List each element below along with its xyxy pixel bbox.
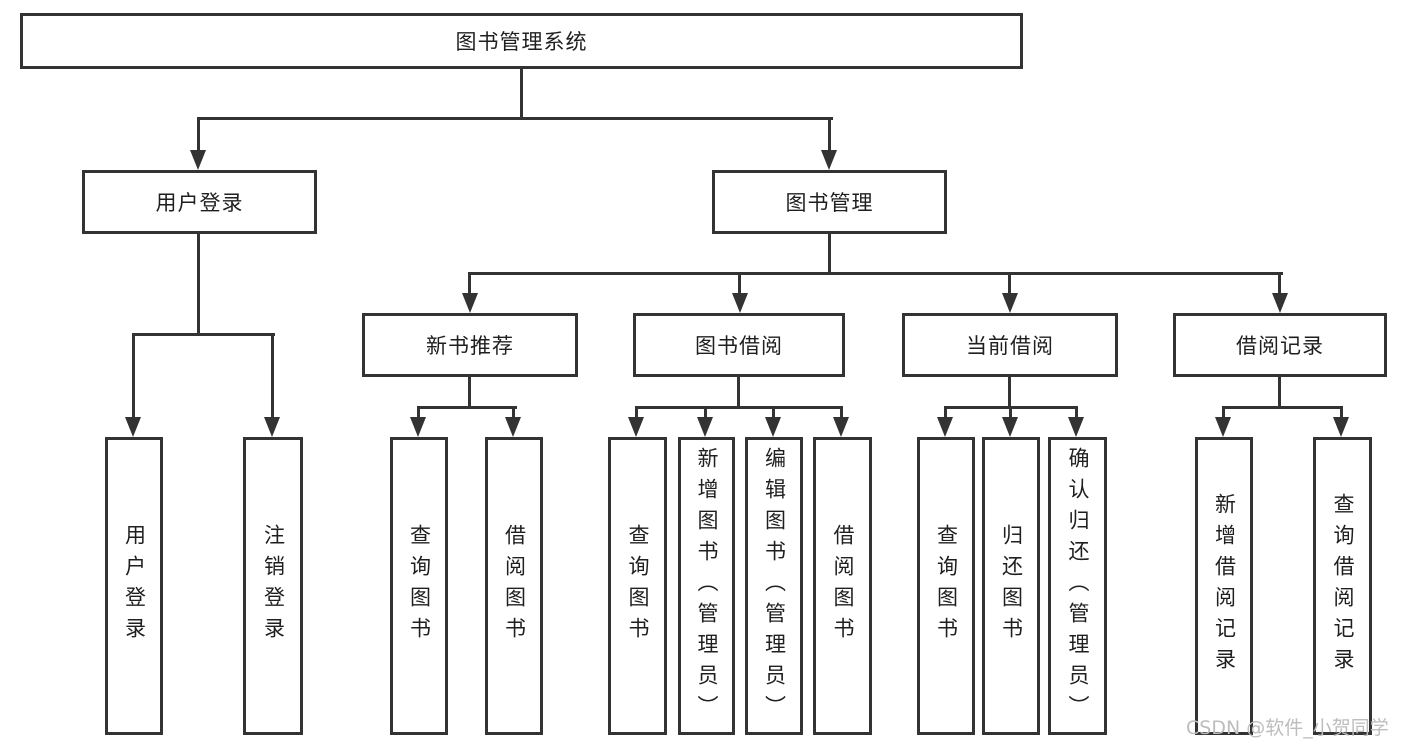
arrowhead-down-icon: [1215, 417, 1231, 437]
arrowhead-down-icon: [1272, 293, 1288, 313]
connector-vline: [1008, 376, 1011, 409]
arrowhead-down-icon: [505, 417, 521, 437]
node-root: 图书管理系统: [20, 13, 1023, 69]
connector-vline: [1222, 406, 1225, 424]
node-label: 当前借阅: [966, 334, 1054, 358]
connector-vline: [737, 376, 740, 409]
arrowhead-down-icon: [1333, 417, 1349, 437]
arrowhead-down-icon: [628, 417, 644, 437]
arrowhead-down-icon: [732, 293, 748, 313]
connector-vline: [417, 406, 420, 424]
node-leaf-add-books-admin: 新增图书（管理员）: [678, 437, 735, 735]
node-label: 归还图书: [999, 524, 1024, 648]
connector-vline: [944, 406, 947, 424]
connector-vline: [468, 272, 471, 300]
node-group-new-books: 新书推荐: [362, 313, 578, 377]
connector-vline: [828, 117, 831, 155]
connector-vline: [520, 67, 523, 120]
connector-hline: [1222, 406, 1343, 409]
connector-hline: [635, 406, 843, 409]
node-label: 图书管理: [785, 191, 874, 215]
arrowhead-down-icon: [1002, 417, 1018, 437]
node-leaf-query-books-current: 查询图书: [917, 437, 975, 735]
connector-vline: [1009, 406, 1012, 424]
node-label: 借阅记录: [1236, 334, 1324, 358]
arrowhead-down-icon: [190, 150, 206, 170]
connector-vline: [197, 233, 200, 336]
arrowhead-down-icon: [125, 417, 141, 437]
node-user-login-branch: 用户登录: [82, 170, 317, 234]
connector-vline: [1278, 376, 1281, 409]
connector-vline: [1340, 406, 1343, 424]
node-group-borrow-records: 借阅记录: [1173, 313, 1387, 377]
arrowhead-down-icon: [821, 150, 837, 170]
connector-vline: [1008, 272, 1011, 300]
node-leaf-logout: 注销登录: [243, 437, 303, 735]
node-label: 注销登录: [261, 524, 286, 648]
node-leaf-edit-books-admin: 编辑图书（管理员）: [745, 437, 803, 735]
watermark: CSDN @软件_小贺同学: [1186, 717, 1389, 739]
node-label: 图书借阅: [695, 334, 783, 358]
node-leaf-borrow-books-borrow: 借阅图书: [813, 437, 872, 735]
node-group-current-borrow: 当前借阅: [902, 313, 1118, 377]
connector-vline: [1075, 406, 1078, 424]
node-leaf-user-login: 用户登录: [105, 437, 163, 735]
connector-vline: [197, 117, 200, 155]
node-label: 查询借阅记录: [1331, 493, 1355, 679]
node-leaf-return-books: 归还图书: [982, 437, 1040, 735]
connector-vline: [1278, 272, 1281, 300]
node-label: 查询图书: [626, 524, 650, 648]
connector-vline: [512, 406, 515, 424]
node-label: 确认归还（管理员）: [1066, 446, 1090, 726]
arrowhead-down-icon: [410, 417, 426, 437]
node-leaf-borrow-books-newbooks: 借阅图书: [485, 437, 543, 735]
arrowhead-down-icon: [697, 417, 713, 437]
connector-vline: [772, 406, 775, 424]
connector-vline: [704, 406, 707, 424]
arrowhead-down-icon: [462, 293, 478, 313]
node-label: 新增借阅记录: [1212, 493, 1237, 679]
node-label: 用户登录: [122, 524, 147, 648]
node-leaf-query-borrow-record: 查询借阅记录: [1313, 437, 1372, 735]
connector-hline: [468, 272, 1283, 275]
node-leaf-query-books-newbooks: 查询图书: [390, 437, 448, 735]
connector-vline: [738, 272, 741, 300]
arrowhead-down-icon: [937, 417, 953, 437]
connector-hline: [417, 406, 517, 409]
node-label: 用户登录: [155, 191, 244, 215]
arrowhead-down-icon: [1002, 293, 1018, 313]
connector-vline: [468, 376, 471, 409]
arrowhead-down-icon: [1068, 417, 1084, 437]
node-root-label: 图书管理系统: [455, 30, 588, 54]
node-label: 编辑图书（管理员）: [762, 446, 787, 726]
node-group-book-borrow: 图书借阅: [633, 313, 845, 377]
arrowhead-down-icon: [264, 417, 280, 437]
node-label: 查询图书: [934, 524, 959, 648]
connector-hline: [132, 333, 275, 336]
node-label: 新书推荐: [426, 334, 514, 358]
node-leaf-confirm-return-admin: 确认归还（管理员）: [1048, 437, 1107, 735]
connector-vline: [840, 406, 843, 424]
connector-vline: [271, 333, 274, 423]
connector-vline: [635, 406, 638, 424]
connector-vline: [828, 233, 831, 275]
node-book-mgmt-branch: 图书管理: [712, 170, 947, 234]
node-label: 新增图书（管理员）: [695, 446, 719, 726]
node-label: 借阅图书: [502, 524, 527, 648]
node-label: 查询图书: [407, 524, 432, 648]
node-leaf-add-borrow-record: 新增借阅记录: [1195, 437, 1253, 735]
node-label: 借阅图书: [831, 524, 855, 648]
connector-vline: [132, 333, 135, 423]
arrowhead-down-icon: [765, 417, 781, 437]
node-leaf-query-books-borrow: 查询图书: [608, 437, 667, 735]
connector-hline: [197, 117, 833, 120]
arrowhead-down-icon: [833, 417, 849, 437]
